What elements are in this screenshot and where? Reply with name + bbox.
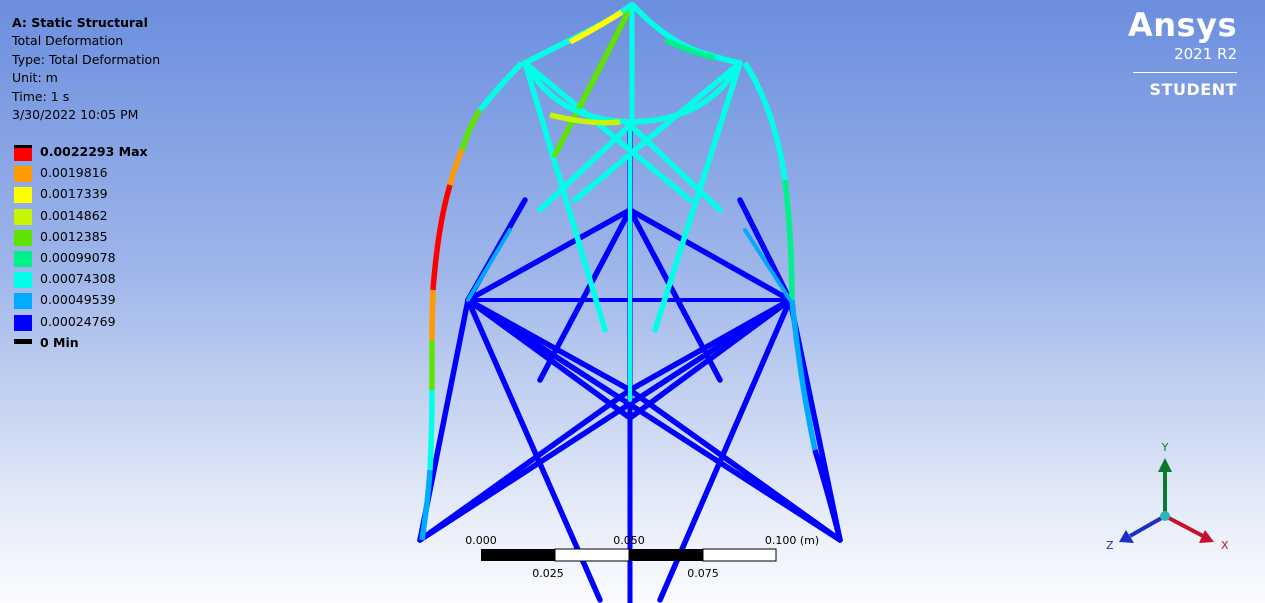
truss-member [572, 60, 743, 203]
z-axis-arrow-icon [1119, 530, 1134, 543]
brand-divider [1133, 72, 1237, 73]
scale-seg-4 [702, 548, 777, 562]
scale-seg-1 [481, 549, 555, 561]
truss-member [447, 148, 465, 186]
scale-label-100: 0.100 (m) [765, 534, 819, 547]
truss-member [459, 108, 483, 151]
legend-swatch [14, 187, 32, 204]
legend-label: 0 Min [40, 334, 79, 350]
legend-entry[interactable]: 0.0019816 [14, 165, 214, 183]
legend-entry[interactable]: 0.00024769 [14, 313, 214, 331]
legend-entry[interactable]: 0.00049539 [14, 292, 214, 310]
truss-member [419, 469, 433, 541]
analysis-title: A: Static Structural [12, 15, 148, 30]
legend-swatch [14, 251, 32, 267]
legend-label: 0.0019816 [40, 165, 108, 181]
truss-member [465, 207, 633, 303]
legend-swatch [14, 145, 32, 161]
result-unit: Unit: m [12, 70, 58, 86]
truss-member [522, 60, 693, 203]
truss-member [737, 197, 793, 303]
legend-label: 0.0022293 Max [40, 144, 148, 159]
legend-swatch [14, 314, 32, 331]
legend-label: 0.0014862 [40, 207, 108, 223]
legend-entry[interactable]: 0.00074308 [14, 271, 214, 289]
scale-label-050: 0.050 [613, 534, 645, 547]
legend-entry[interactable]: 0.00099078 [14, 250, 214, 267]
result-date: 3/30/2022 10:05 PM [12, 107, 139, 123]
legend-label: 0.00049539 [40, 292, 116, 308]
truss-member [477, 61, 524, 112]
truss-member [430, 184, 453, 291]
truss-member [652, 60, 743, 333]
result-type: Type: Total Deformation [12, 51, 161, 67]
y-axis-label: Y [1161, 441, 1169, 454]
legend-label: 0.00074308 [40, 271, 116, 287]
truss-member [527, 68, 738, 125]
truss-member [465, 297, 843, 543]
truss-member [627, 122, 723, 213]
triad-center[interactable] [1160, 511, 1170, 521]
truss-member [663, 37, 716, 61]
y-axis-arrow-icon [1158, 458, 1172, 472]
z-axis-label: Z [1106, 539, 1114, 552]
result-name: Total Deformation [12, 33, 124, 49]
ansys-brand: Ansys 2021 R2 STUDENT [1127, 6, 1237, 100]
scale-label-025: 0.025 [532, 567, 564, 580]
truss-member [549, 112, 621, 126]
truss-member [417, 387, 633, 543]
legend-swatch [14, 229, 32, 246]
truss-member [568, 9, 624, 45]
result-time: Time: 1 s [12, 88, 70, 104]
ansys-logo: Ansys [1128, 6, 1237, 44]
truss-member [427, 389, 435, 471]
legend-label: 0.0012385 [40, 228, 108, 244]
legend-swatch [14, 338, 32, 344]
truss-member [627, 207, 793, 303]
truss-member [782, 179, 795, 301]
scale-seg-3 [629, 549, 703, 561]
result-info-panel: A: Static Structural Total Deformation T… [12, 14, 160, 124]
version-label: 2021 R2 [1174, 45, 1237, 63]
truss-member [789, 299, 818, 451]
truss-member [627, 207, 723, 383]
legend-swatch [14, 166, 32, 183]
truss-member [743, 228, 792, 302]
legend-entry[interactable]: 0 Min [14, 334, 214, 352]
x-axis-arrow-icon [1199, 530, 1214, 543]
scale-label-075: 0.075 [687, 567, 719, 580]
legend-label: 0.00024769 [40, 313, 116, 329]
truss-member [522, 60, 608, 333]
legend-swatch [14, 208, 32, 225]
truss-member [429, 289, 436, 341]
truss-member [537, 207, 633, 383]
truss-member [417, 297, 793, 543]
legend-entry[interactable]: 0.0012385 [14, 228, 214, 246]
truss-members-deformed [419, 1, 843, 541]
legend-label: 0.0017339 [40, 186, 108, 202]
z-axis-line [1129, 514, 1166, 538]
legend-swatch [14, 272, 32, 289]
truss-member [812, 449, 843, 541]
legend-swatch [14, 293, 32, 310]
legend-entry[interactable]: 0.0022293 Max [14, 144, 214, 161]
x-axis-line [1164, 514, 1204, 538]
scale-label-0: 0.000 [465, 534, 497, 547]
edition-label: STUDENT [1149, 80, 1237, 99]
legend-label: 0.00099078 [40, 250, 116, 265]
truss-member [466, 228, 512, 302]
truss-member [742, 61, 788, 181]
x-axis-label: X [1221, 539, 1229, 552]
truss-member [627, 387, 843, 543]
legend-entry[interactable]: 0.0014862 [14, 207, 214, 225]
truss-member [552, 2, 635, 158]
truss-member [537, 122, 633, 213]
legend-entry[interactable]: 0.0017339 [14, 186, 214, 204]
